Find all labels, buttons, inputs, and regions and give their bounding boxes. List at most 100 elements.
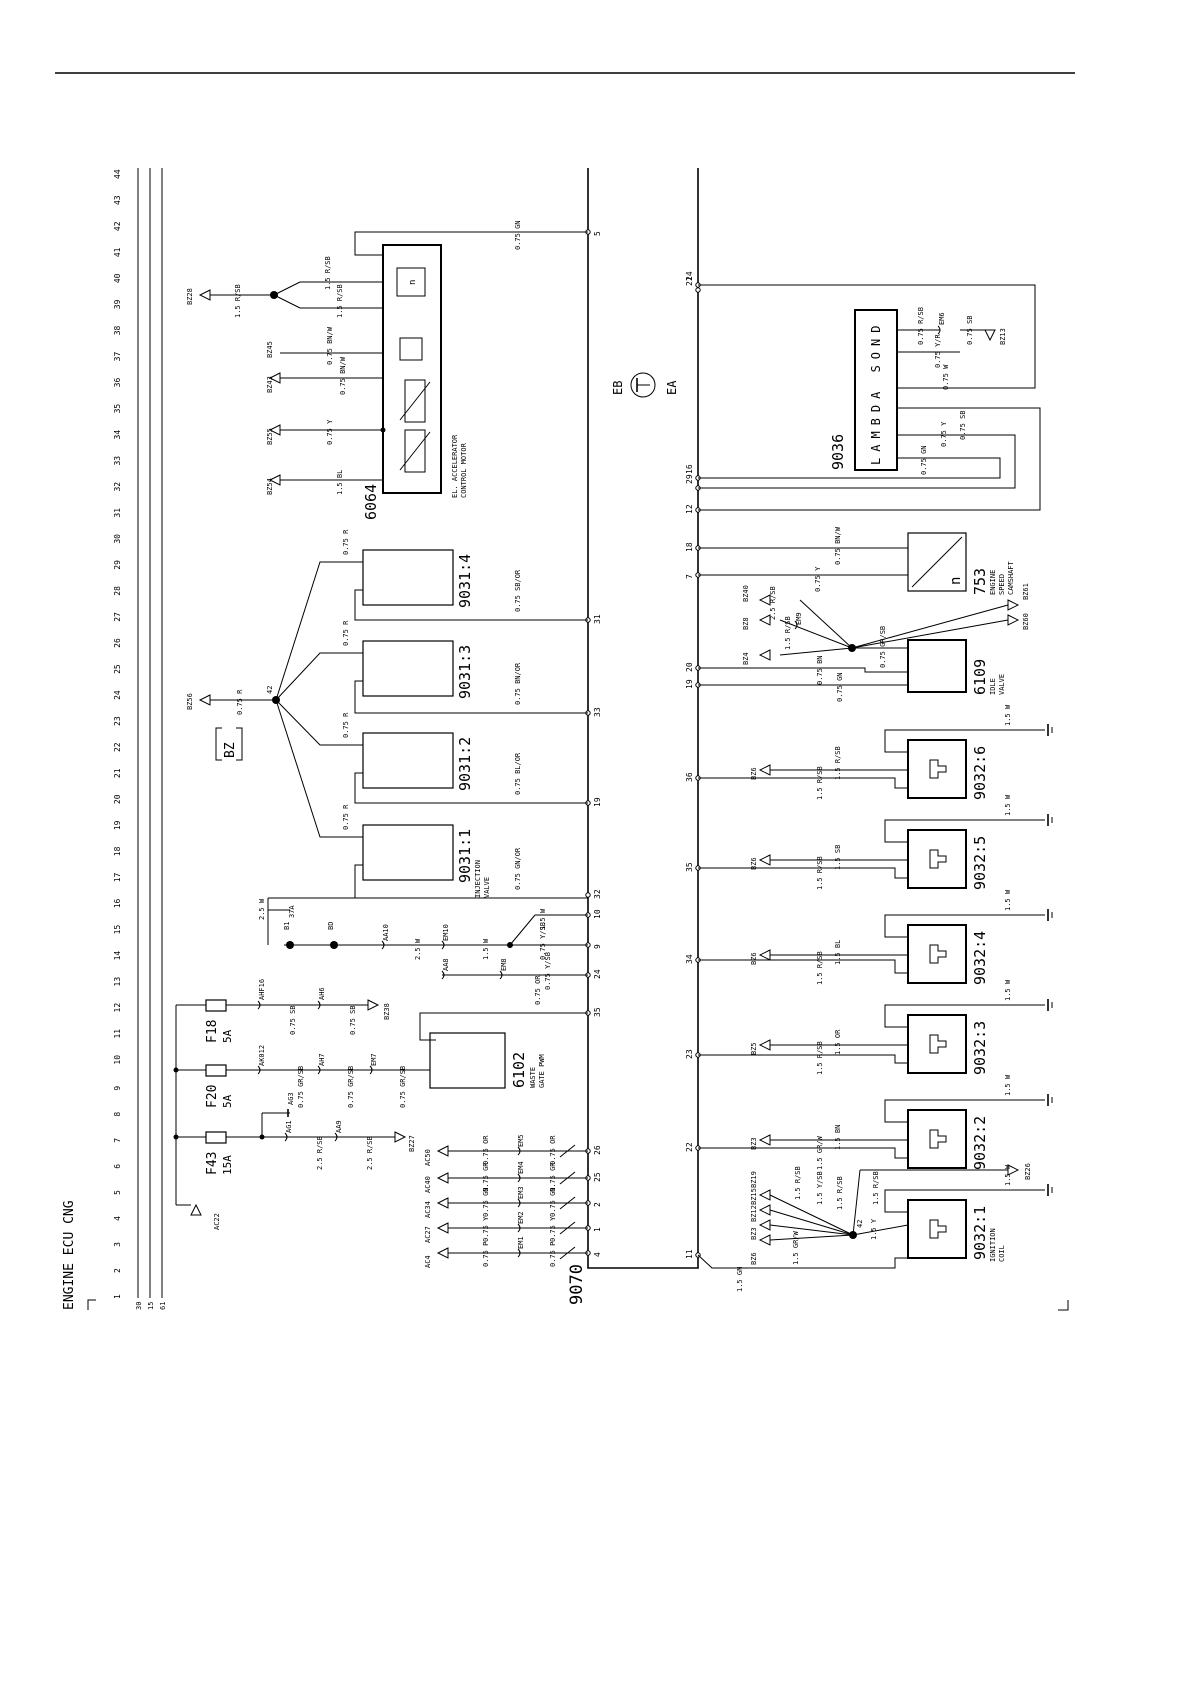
ecu-pin-label: 36 [685,772,694,782]
column-number: 32 [113,482,122,492]
connector-label: BZ3 [750,1137,758,1150]
wire-label: 1.5 GN [736,1267,744,1292]
wire-label: 1.5 R/SB [794,1166,802,1200]
wire-label: 1.5 Y [870,1218,878,1240]
wire-label: 0.75 Y/SB [539,922,547,960]
wire-label: 2.5 R/SB [316,1136,324,1170]
wire-label: 2.5 R/SB [769,586,777,620]
component-name: SPEED [998,574,1006,595]
sensor-symbol: n [948,577,964,585]
wire-label: 0.75 R [342,804,350,830]
column-number: 2 [113,1268,122,1273]
wire-label: 0.75 GR/SB [879,626,887,668]
wire-label: 1.5 R/SB [836,1176,844,1210]
column-number: 31 [113,508,122,518]
ground-label: EB [611,381,625,395]
wire-label: 0.75 SB [349,1005,357,1035]
column-number: 16 [113,898,122,908]
ecu-pin-label: 11 [685,1249,694,1259]
column-number: 39 [113,299,122,309]
connector-label: AA10 [382,924,390,941]
connector-label: AH7 [318,1053,326,1066]
column-number: 9 [113,1086,122,1091]
ecu-pin [585,892,591,898]
wire-label: 2.5 R/SB [366,1136,374,1170]
connector-label: BZ60 [1022,613,1030,630]
wire-label: 0.75 R [342,712,350,738]
component-name: VALVE [998,674,1006,695]
column-number: 19 [113,820,122,830]
column-number: 12 [113,1003,122,1013]
connector-label: BZ13 [999,328,1007,345]
wire-label: 0.75 SB [959,410,967,440]
connector-label: EM10 [442,924,450,941]
connector-label: EM1 [517,1236,525,1249]
ecu-pin-label: 26 [593,1145,602,1155]
wire-label: 2.5 W [258,898,266,920]
ecu-pin-label: 16 [685,464,694,474]
component-name: COIL [998,1245,1006,1262]
wire-label: 0.75 Y [549,1216,557,1242]
column-number: 4 [113,1216,122,1221]
wire-label: 0.75 P [482,1242,490,1267]
wire-label: 1.5 R/SB [336,284,344,318]
coil-id: 9032:5 [971,836,989,890]
coil-id: 9032:3 [971,1021,989,1075]
injector-box [362,640,454,697]
ecu-pin-label: 29 [685,474,694,484]
injector-id: 9031:2 [456,737,474,791]
wire-label: 0.75 Y [940,421,948,447]
component-name: VALVE [483,877,491,898]
component-id: 753 [971,568,989,595]
connector-label: EM6 [938,312,946,325]
ground-label: EA [665,380,679,395]
connector-label: BZ54 [266,478,274,495]
ground-symbol: EB EA [611,372,679,398]
wire-label: 1.5 R/SB [816,766,824,800]
coil-box [907,1199,967,1259]
wire-label: 1.5 W [482,938,490,960]
connector-label: BZ26 [1024,1163,1032,1180]
ecu-pin-label: 25 [593,1172,602,1182]
column-number: 40 [113,273,122,283]
connector-label: BZ56 [186,693,194,710]
wire-label: 0.75 BN/OR [514,662,522,705]
wire-label: 0.75 OR [482,1135,490,1165]
title-corner [87,1299,96,1310]
column-number: 38 [113,325,122,335]
wire-label: 0.75 GR [549,1162,557,1192]
ecu-pin-label: 35 [593,1007,602,1017]
connector-label: AC40 [424,1176,432,1193]
wire-label: 0.75 GN [549,1187,557,1217]
wire-label: 0.75 BN/W [326,326,334,365]
component-name: IGNITION [989,1228,997,1262]
bus-label: 15 [147,1302,155,1310]
column-number: 42 [113,221,122,231]
connector-label: AG3 [287,1092,295,1105]
ecu-pin-label: 33 [593,707,602,717]
column-number: 44 [113,169,122,179]
ecu-pin-label: 23 [685,1049,694,1059]
wire-label: 0.75 BL/OR [514,752,522,795]
connector-label: AC34 [424,1201,432,1218]
coil-symbol-icon [929,1219,947,1239]
ecu-pin-label: 19 [685,679,694,689]
ecu-pin-label: 7 [685,574,694,579]
component-name: CAMSHAFT [1007,560,1015,595]
column-number: 37 [113,352,122,362]
connector-label: BZ6 [750,1252,758,1265]
injector-id: 9031:3 [456,645,474,699]
wire-label: 0.75 GR/SB [399,1066,407,1108]
connector-label: AC27 [424,1226,432,1243]
column-number: 8 [113,1112,122,1117]
wire-label: 0.75 W [942,364,950,390]
column-number: 13 [113,977,122,987]
coil-id: 9032:4 [971,931,989,985]
connector-label: BZ4 [742,652,750,665]
component-name: WASTE [529,1067,537,1088]
column-number: 41 [113,247,122,257]
injector-id: 9031:1 [456,829,474,883]
wire-label: 0.75 BN/W [339,356,347,395]
connector-label: BZ15 [750,1188,758,1205]
